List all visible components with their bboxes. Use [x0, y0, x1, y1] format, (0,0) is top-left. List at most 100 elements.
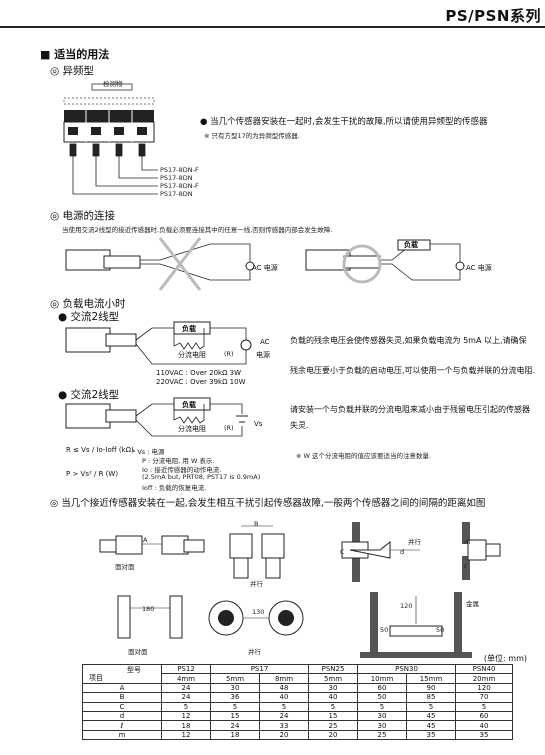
- table-cell: 60: [357, 682, 407, 694]
- legend-3: (2.5mA but, PRT08, PST17 is 0.9mA): [142, 473, 261, 481]
- table-cell: 48: [259, 682, 309, 694]
- parallel-diagram: [229, 525, 285, 579]
- power-wrong-diagram: [65, 237, 255, 291]
- table-cell: 70: [455, 692, 513, 703]
- ac-label: AC: [260, 338, 270, 346]
- desc-2a: 请安装一个与负载并联的分流电阻来减小由于残留电压引起的传感器: [290, 405, 530, 414]
- sensor-row: [63, 110, 155, 143]
- table-cell: 40: [308, 692, 358, 703]
- model-psn30: PSN30: [357, 663, 456, 675]
- spacing-diagrams: [99, 522, 501, 658]
- different-frequency-diagram: [63, 83, 158, 195]
- table-cell: 40: [259, 692, 309, 703]
- shunt-dc-diagram: [65, 397, 248, 437]
- table-cell: 5: [308, 701, 358, 712]
- model-label-2: PS17-8DN: [160, 174, 193, 182]
- vs-label: Vs: [254, 420, 263, 428]
- table-cell: 50: [357, 692, 407, 703]
- dim-50-right: 50: [436, 626, 445, 634]
- dim-180: 180: [142, 605, 155, 613]
- row-item-label: B: [82, 692, 162, 703]
- table-cell: 35: [406, 729, 456, 741]
- subsection-small-load: ◎ 负载电流小时: [50, 298, 126, 310]
- desc-2b: 失灵.: [290, 421, 309, 430]
- metal-side-diagram: [462, 522, 501, 580]
- clearance-diagram: [341, 522, 420, 582]
- table-cell: 45: [406, 720, 456, 731]
- power-right-diagram: [305, 239, 465, 284]
- row-item-label: d: [82, 710, 162, 722]
- table-cell: 18: [161, 720, 211, 731]
- table-cell: 45: [406, 710, 456, 722]
- table-cell: 20: [308, 729, 358, 741]
- legend-1: P : 分流电阻, 用 W 表示.: [142, 457, 215, 465]
- parallel-label-2: 并行: [408, 538, 421, 546]
- w-note: ※ W 这个分流电阻的值应该要适当的注意数量.: [296, 452, 432, 460]
- row-item-label: m: [82, 729, 162, 741]
- header-rule: [0, 26, 545, 28]
- load-label-ac: 负载: [182, 325, 196, 333]
- model-ps17: PS17: [210, 663, 309, 675]
- table-cell: 30: [308, 682, 358, 694]
- table-cell: 120: [455, 682, 513, 694]
- ac-power-label-left: AC 电源: [252, 264, 278, 272]
- detect-object-label: 检测物: [103, 80, 123, 88]
- row-item-label: ℓ: [82, 720, 162, 731]
- subsection-power-connection: ◎ 电源的连接: [50, 210, 115, 222]
- table-cell: 18: [210, 729, 260, 741]
- desc-1a: 负载的残余电压会使传感器失灵,如果负载电流为 5mA 以上,请确保: [290, 336, 527, 345]
- power-label: 电源: [256, 351, 270, 359]
- shunt-label-dc: 分流电阻: [178, 425, 206, 433]
- table-cell: 5: [210, 701, 260, 712]
- interference-small-note: ※ 只有方型17的为异频型传感器.: [204, 132, 300, 140]
- size-cell: 10mm: [357, 673, 407, 684]
- table-cell: 12: [161, 729, 211, 741]
- table-cell: 5: [357, 701, 407, 712]
- table-cell: 5: [259, 701, 309, 712]
- dim-m: m: [464, 538, 471, 546]
- dim-120: 120: [400, 602, 413, 610]
- detect-object-shape: [91, 83, 133, 91]
- shunt-label-ac: 分流电阻: [178, 351, 206, 359]
- size-cell: 5mm: [210, 673, 260, 684]
- shunt-ac-diagram: [65, 321, 252, 365]
- dim-d: d: [400, 548, 405, 556]
- dim-b: B: [254, 520, 259, 528]
- round-sensor-diagram: [208, 600, 304, 636]
- model-psn25: PSN25: [308, 663, 358, 675]
- table-cell: 5: [455, 701, 513, 712]
- table-cell: 12: [161, 710, 211, 722]
- face-to-face-diagram: [99, 535, 205, 555]
- dim-c: C: [340, 548, 345, 556]
- table-corner: 型号 项目: [82, 664, 162, 684]
- metal-box-diagram: [360, 592, 472, 658]
- row-item-label: A: [82, 682, 162, 694]
- size-cell: 4mm: [161, 673, 211, 684]
- table-cell: 24: [210, 720, 260, 731]
- model-label-4: PS17-8DN: [160, 190, 193, 198]
- dim-a: A: [143, 536, 148, 544]
- table-cell: 85: [406, 692, 456, 703]
- ac-2wire-label-2: ● 交流2线型: [58, 389, 120, 401]
- table-cell: 30: [357, 720, 407, 731]
- series-title: PS/PSN系列: [445, 7, 541, 25]
- load-label-power: 负载: [404, 241, 418, 249]
- spec-110v: 110VAC : Over 20kΩ 3W: [156, 369, 242, 377]
- table-header-row: 型号 项目 PS12 PS17 PSN25 PSN30 PSN40: [82, 663, 513, 684]
- model-ps12: PS12: [161, 663, 211, 675]
- table-cell: 35: [455, 729, 513, 741]
- model-label-1: PS17-8DN-F: [160, 166, 199, 174]
- corner-model-label: 型号: [127, 665, 141, 674]
- model-psn40: PSN40: [455, 663, 513, 675]
- corner-item-label: 项目: [89, 673, 103, 682]
- unit-label: (单位: mm): [483, 654, 527, 663]
- face-label-2: 面对面: [128, 648, 148, 656]
- row-item-label: C: [82, 701, 162, 712]
- table-cell: 36: [210, 692, 260, 703]
- table-cell: 30: [357, 710, 407, 722]
- table-cell: 33: [259, 720, 309, 731]
